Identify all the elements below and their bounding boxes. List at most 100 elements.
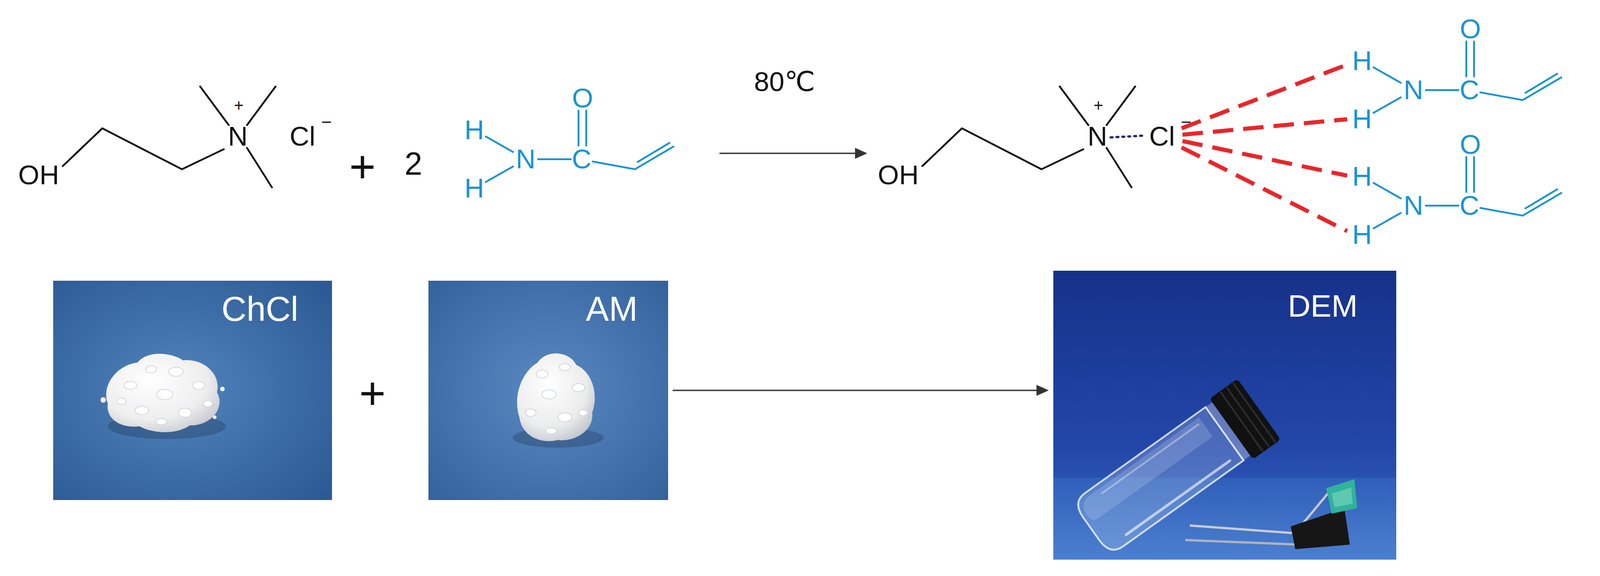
- acrylamide-bonds-part: [1373, 97, 1401, 113]
- powder-photo-part-part: [178, 407, 192, 418]
- hydrogen-bonds: [1181, 64, 1348, 232]
- acrylamide-bonds-part: [1465, 41, 1468, 77]
- acrylamide-bonds: [1373, 156, 1562, 229]
- acrylamide-bonds-part: [1373, 67, 1401, 83]
- choline-bonds-part: [62, 128, 224, 170]
- atom-label: C: [1459, 76, 1480, 104]
- charge-sign: −: [321, 112, 332, 131]
- acrylamide-bonds-part: [1373, 212, 1401, 229]
- acrylamide-bonds-part: [592, 146, 674, 170]
- charge-sign: −: [1180, 112, 1192, 131]
- acrylamide-bonds-part: [1473, 41, 1475, 77]
- atom-label: Cl: [1149, 122, 1176, 151]
- photo-label-group: AM: [585, 289, 638, 328]
- powder-photo-part-part: [203, 400, 213, 407]
- atom-label: N: [227, 122, 248, 151]
- glass-vial-part: [1209, 378, 1281, 460]
- choline-bonds-part: [1059, 86, 1089, 126]
- powder-photo-part-part: [559, 363, 571, 371]
- photo-label: ChCl: [221, 289, 299, 328]
- glass-vial-part-part: [1226, 387, 1269, 447]
- atom-label: H: [1352, 221, 1372, 249]
- glass-vial: [1069, 378, 1281, 560]
- powder-photo-part: [525, 363, 588, 434]
- atom-label: O: [1459, 130, 1482, 159]
- atom-label: OH: [18, 161, 60, 189]
- arrow-line: [672, 389, 1038, 392]
- acrylamide-bonds-part: [637, 142, 670, 162]
- acrylamide-bonds-part: [1465, 156, 1468, 192]
- acrylamide-bonds: [1373, 41, 1562, 113]
- glass-vial-part: [1126, 460, 1230, 535]
- powder-photo-part: [105, 353, 220, 433]
- powder-photo-part-part: [572, 383, 585, 392]
- vial-photo-part: [1053, 270, 1397, 560]
- acrylamide-bonds-part: [1373, 182, 1401, 199]
- atom-label: N: [1403, 191, 1424, 220]
- powder-photo-part-part: [212, 415, 217, 419]
- acrylamide-bonds-part: [1425, 89, 1459, 91]
- charge-sign: +: [1093, 97, 1103, 114]
- atom-label: C: [571, 145, 592, 173]
- powder-photo-part-part: [156, 389, 173, 400]
- powder-photo-part-part: [168, 367, 184, 377]
- arrow-head: [1036, 384, 1049, 396]
- coefficient: 2: [404, 147, 423, 180]
- binder-clip-part: [1189, 525, 1302, 534]
- powder-photo-part: [100, 386, 225, 419]
- powder-photo-part-part: [124, 381, 137, 390]
- choline-bonds-part: [1106, 147, 1132, 188]
- atom-label: H: [464, 174, 484, 202]
- atom-label: N: [1087, 122, 1107, 151]
- photo-box: AM: [428, 280, 669, 500]
- choline-bonds-part: [200, 86, 229, 126]
- powder-photo-part-part: [578, 409, 588, 416]
- powder-photo-part: [428, 280, 669, 500]
- powder-photo-part-part: [545, 427, 557, 434]
- choline-bonds-part: [922, 128, 1084, 170]
- powder-photo-part: [116, 365, 213, 425]
- binder-clip-part: [1331, 487, 1353, 508]
- acrylamide-bonds-part: [1425, 204, 1459, 207]
- atom-label: O: [1459, 15, 1482, 43]
- acrylamide-bonds-part: [1473, 156, 1475, 192]
- glass-vial-part: [1101, 424, 1199, 494]
- powder-photo-part-part: [155, 418, 167, 425]
- acrylamide-bonds-part: [485, 136, 514, 152]
- reaction-condition: 80℃: [754, 68, 816, 96]
- binder-clip: [1185, 478, 1358, 549]
- hydrogen-bonds-part: [1181, 147, 1348, 232]
- atom-label: C: [1459, 191, 1480, 220]
- atom-label: H: [1352, 47, 1372, 75]
- photo-box: ChCl: [53, 280, 333, 500]
- powder-photo-part-part: [525, 408, 537, 417]
- powder-photo-part-part: [541, 389, 557, 399]
- plus-sign: +: [359, 370, 386, 416]
- atom-label: OH: [877, 161, 919, 189]
- powder-photo-part-part: [135, 406, 149, 415]
- binder-clip-part: [1290, 508, 1350, 549]
- photo-label: DEM: [1288, 288, 1358, 324]
- powder-photo-part-part: [536, 369, 549, 378]
- plus-sign: +: [349, 143, 376, 190]
- acrylamide-bonds-part: [1525, 189, 1558, 209]
- acrylamide-bonds-part: [1480, 192, 1562, 216]
- atom-label: H: [1352, 162, 1372, 191]
- choline-bonds-part: [246, 147, 272, 188]
- hydrogen-bonds-part: [1181, 64, 1348, 129]
- hydrogen-bonds-part: [1182, 119, 1348, 135]
- atom-label: Cl: [289, 122, 316, 151]
- acrylamide-bonds-part: [577, 110, 580, 146]
- acrylamide-bonds-part: [585, 110, 588, 146]
- glass-vial-part: [1078, 417, 1213, 523]
- acrylamide-bonds-part: [538, 158, 571, 161]
- powder-photo-part: [53, 280, 333, 500]
- powder-photo-part: [517, 353, 595, 442]
- atom-label: N: [1403, 76, 1424, 104]
- ionic-bond: [1110, 135, 1145, 138]
- binder-clip-part: [1326, 478, 1358, 514]
- atom-label: N: [515, 145, 536, 173]
- powder-photo-part-part: [100, 397, 106, 403]
- atom-label: O: [572, 84, 594, 112]
